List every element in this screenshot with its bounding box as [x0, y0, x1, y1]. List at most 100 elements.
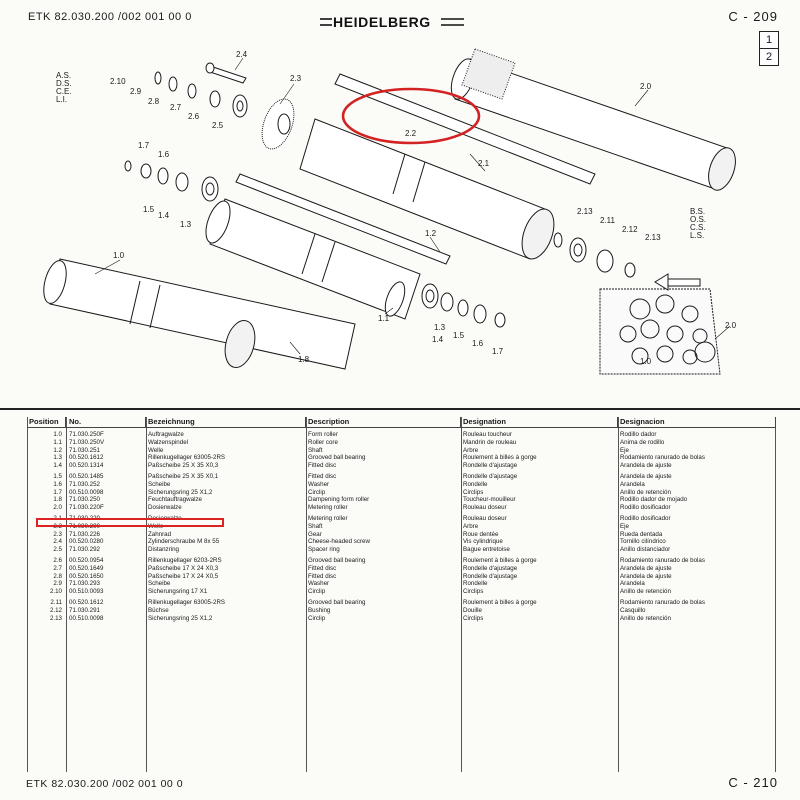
cell-pos: 1.0 — [53, 431, 62, 438]
cell-desc: Circlip — [308, 588, 326, 596]
cell-des: Roulement à billes à gorge — [463, 598, 537, 606]
cell-dsg: Rueda dentada — [620, 530, 663, 538]
callout-1-2: 1.2 — [425, 229, 437, 238]
cell-pos: 1.1 — [53, 438, 62, 446]
cell-bez: Feuchtauftragwalze — [148, 496, 202, 504]
cell-des: Rondelle d'ajustage — [463, 564, 518, 572]
cell-bez: Zylinderschraube M 8x 55 — [148, 538, 220, 546]
cell-bez: Büchse — [148, 606, 169, 614]
callout-1-5-b: 1.5 — [453, 331, 465, 340]
cell-desc: Shaft — [308, 522, 323, 530]
table-header: Position No. Bezeichnung Description Des… — [27, 417, 776, 428]
side-label-as-1: D.S. — [56, 79, 72, 88]
cell-no: 71.030.291 — [69, 606, 100, 614]
cell-pos: 2.6 — [53, 556, 62, 564]
cell-des: Rouleau doseur — [463, 504, 507, 512]
cell-des: Rondelle d'ajustage — [463, 472, 518, 480]
cell-dsg: Anillo de retención — [620, 488, 671, 496]
cell-dsg: Arandela de ajuste — [620, 462, 672, 470]
cell-pos: 1.3 — [53, 454, 62, 462]
callout-inset-1-0: 1.0 — [640, 357, 652, 366]
cell-bez: Paßscheibe 25 X 35 X0,1 — [148, 472, 219, 480]
roller-1-3 — [205, 198, 421, 320]
cell-no: 00.520.1612 — [69, 454, 104, 462]
cell-dsg: Arandela de ajuste — [620, 564, 672, 572]
cell-des: Arbre — [463, 446, 479, 454]
gear-2-3 — [261, 98, 295, 150]
cell-no: 71.030.220F — [69, 504, 104, 512]
side-label-bs-3: L.S. — [690, 231, 704, 240]
cell-dsg: Rodamiento ranurado de bolas — [620, 598, 705, 606]
side-label-bs-0: B.S. — [690, 207, 705, 216]
callout-2-5: 2.5 — [212, 121, 224, 130]
cell-no: 71.030.226 — [69, 530, 100, 538]
cell-no: 71.030.250 — [69, 496, 100, 504]
cell-bez: Welle — [148, 446, 164, 454]
cell-bez: Paßscheibe 17 X 24 X0,5 — [148, 572, 219, 580]
cell-no: 71.030.250F — [69, 431, 104, 438]
callout-1-4: 1.4 — [158, 211, 170, 220]
cell-desc: Grooved ball bearing — [308, 556, 366, 564]
shaft-1-2 — [235, 173, 451, 265]
cell-bez: Distanzring — [148, 546, 179, 554]
cell-des: Toucheur-mouilleur — [463, 496, 516, 504]
cell-bez: Sicherungsring 25 X1,2 — [148, 614, 213, 622]
cell-des: Roulement à billes à gorge — [463, 454, 537, 462]
cell-dsg: Anillo de retención — [620, 614, 671, 622]
tube-1-1 — [384, 281, 406, 317]
cell-des: Circlips — [463, 614, 484, 622]
cell-dsg: Arandela — [620, 580, 645, 588]
callout-1-0: 1.0 — [113, 251, 125, 260]
callout-1-4-b: 1.4 — [432, 335, 444, 344]
cell-no: 71.030.292 — [69, 546, 100, 554]
cell-desc: Spacer ring — [308, 546, 340, 554]
cell-no: 00.510.0098 — [69, 488, 104, 496]
cell-desc: Washer — [308, 580, 330, 588]
col-bezeichnung: Bezeichnung — [146, 417, 306, 427]
callout-2-0: 2.0 — [640, 82, 652, 91]
callout-2-11: 2.11 — [600, 216, 616, 225]
exploded-drawing: A.S. D.S. C.E. L.I. B.S. O.S. C.S. L.S. … — [43, 48, 737, 375]
cell-dsg: Anima de rodillo — [620, 438, 665, 446]
cell-no: 00.520.1485 — [69, 472, 104, 480]
side-label-bs-2: C.S. — [690, 223, 706, 232]
cell-no: 00.520.1650 — [69, 572, 104, 580]
page-number-top: C - 209 — [728, 9, 778, 24]
cell-desc: Washer — [308, 480, 330, 488]
cell-bez: Zahnrad — [148, 530, 172, 538]
page-box-2: 2 — [759, 48, 779, 66]
cell-desc: Dampening form roller — [308, 496, 370, 504]
callout-2-6: 2.6 — [188, 112, 200, 121]
cell-no: 00.520.0954 — [69, 556, 104, 564]
cell-pos: 2.8 — [53, 572, 62, 580]
cell-dsg: Eje — [620, 522, 629, 530]
cell-desc: Grooved ball bearing — [308, 454, 366, 462]
callout-2-1: 2.1 — [478, 159, 490, 168]
roller-2-0 — [450, 48, 736, 191]
cell-dsg: Rodillo dador de mojado — [620, 496, 688, 504]
cell-pos: 2.0 — [53, 504, 62, 512]
cell-dsg: Eje — [620, 446, 629, 454]
cell-no: 00.520.1649 — [69, 564, 104, 572]
doc-code-bottom: ETK 82.030.200 /002 001 00 0 — [26, 778, 184, 790]
cell-des: Rouleau toucheur — [463, 431, 512, 438]
cell-no: 00.510.0098 — [69, 614, 104, 622]
cell-dsg: Rodamiento ranurado de bolas — [620, 454, 705, 462]
cell-pos: 1.5 — [53, 472, 62, 480]
callout-2-10: 2.10 — [110, 77, 126, 86]
cell-no: 71.030.252 — [69, 480, 100, 488]
callout-2-3: 2.3 — [290, 74, 302, 83]
cell-desc: Fitted disc — [308, 564, 337, 572]
cell-dsg: Rodamiento ranurado de bolas — [620, 556, 705, 564]
cell-pos: 1.4 — [53, 462, 62, 470]
cell-no: 00.520.1314 — [69, 462, 104, 470]
cell-des: Rouleau doseur — [463, 514, 507, 522]
cell-dsg: Rodillo dosificador — [620, 514, 671, 522]
